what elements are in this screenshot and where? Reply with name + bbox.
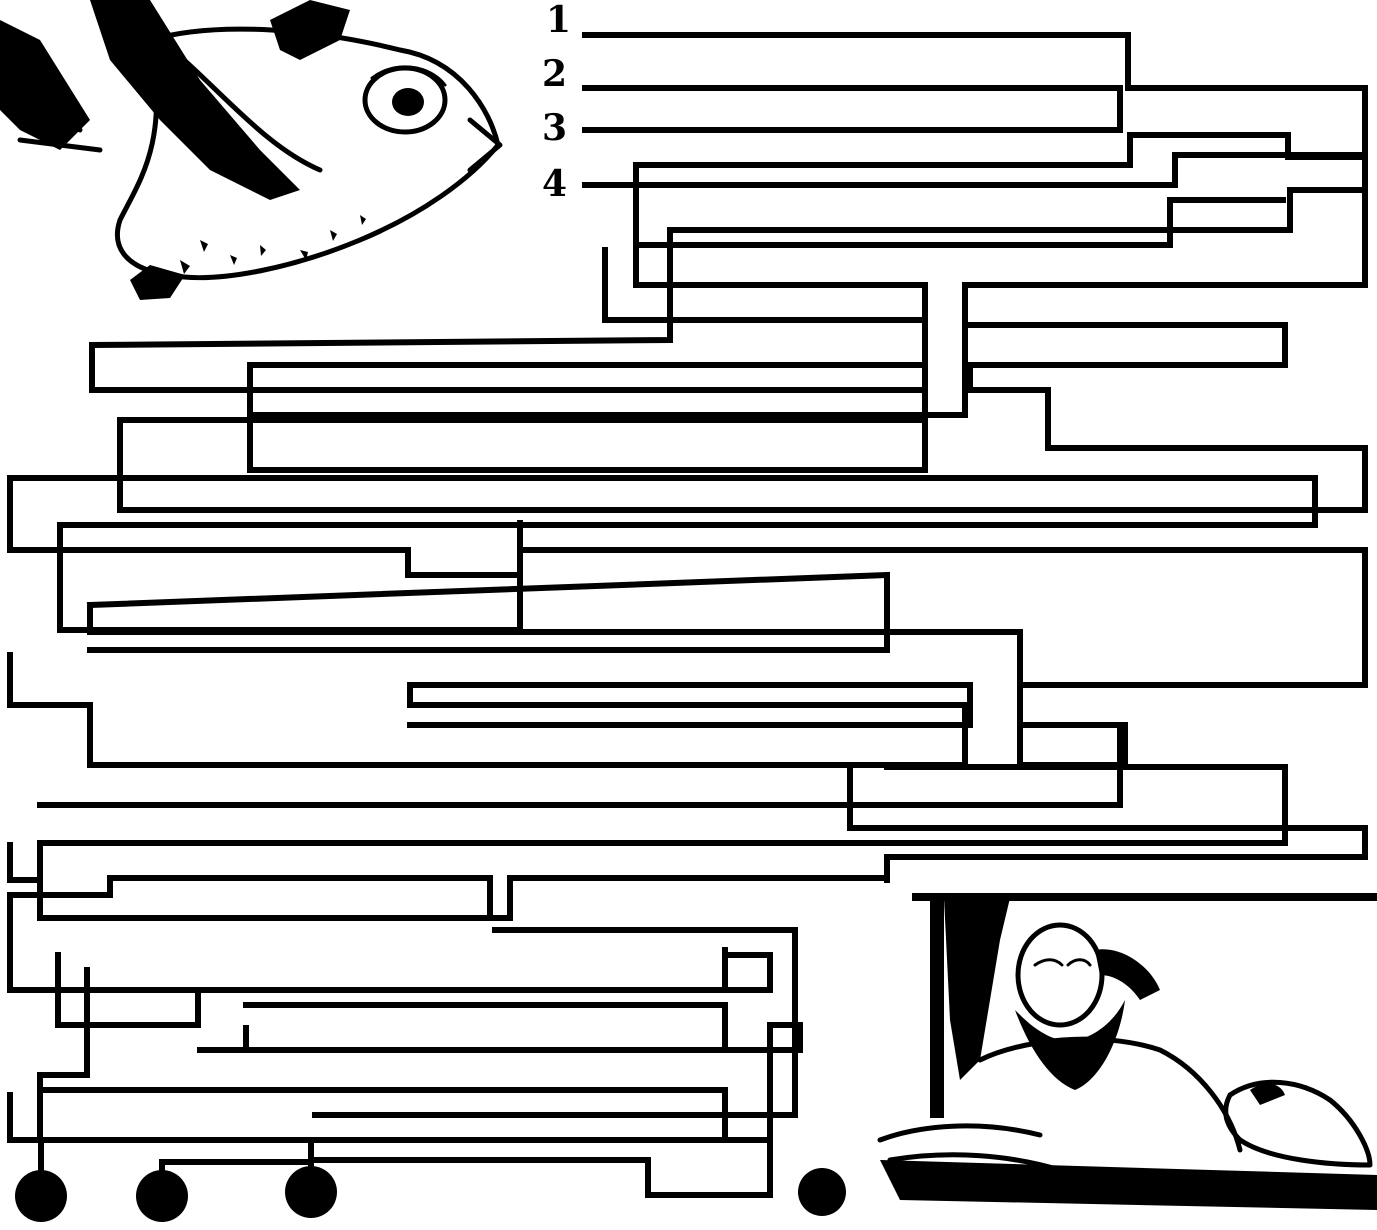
maze-path-segment [200, 1025, 800, 1140]
maze-path-segment [250, 285, 925, 470]
maze-path-segment [605, 250, 925, 320]
maze-path-segment [585, 88, 1120, 130]
maze-path-segment [90, 575, 887, 650]
maze-path-segment [40, 970, 87, 1140]
maze-path-segment [730, 955, 770, 990]
end-markers [15, 1140, 846, 1222]
end-marker-3[interactable] [285, 1166, 337, 1218]
maze-path-segment [1020, 685, 1125, 765]
maze-path-segment [636, 170, 1283, 245]
bird-icon [0, 0, 500, 300]
end-marker-4[interactable] [798, 1168, 846, 1216]
maze-path-segment [120, 325, 1365, 510]
maze-lines [10, 35, 1365, 1195]
maze-path-segment [10, 845, 40, 880]
maze-path-segment [246, 1005, 725, 1050]
maze-path-segment [315, 1140, 770, 1195]
maze-path-segment [250, 190, 1365, 415]
old-man-at-window-icon [880, 893, 1377, 1210]
end-marker-1[interactable] [15, 1170, 67, 1222]
maze-path-segment [10, 655, 970, 765]
end-marker-2[interactable] [136, 1170, 188, 1222]
maze-path-segment [10, 478, 1315, 630]
maze-path-segment [490, 878, 885, 918]
